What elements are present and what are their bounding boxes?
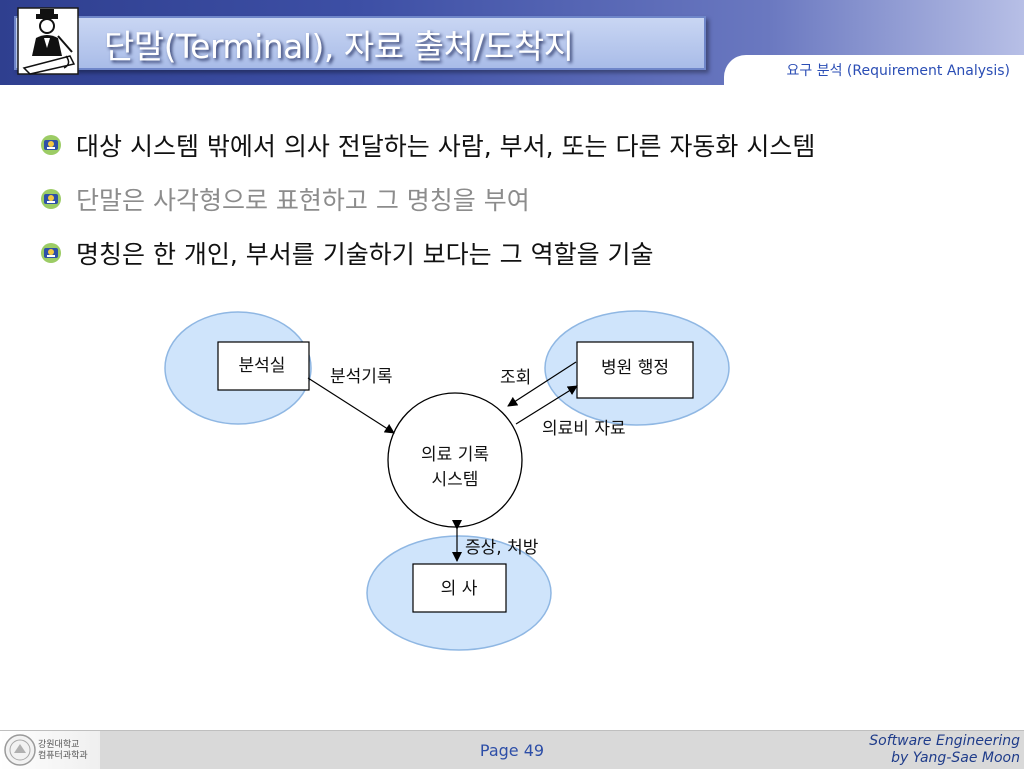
title-box: [14, 16, 706, 70]
bullet-item: 단말은 사각형으로 표현하고 그 명칭을 부여: [40, 172, 1010, 226]
subtitle-tab: [724, 55, 1024, 85]
flow-analysis-record-label: 분석기록: [330, 367, 393, 387]
flow-medical-fee-label: 의료비 자료: [542, 419, 626, 439]
process-label-line2: 시스템: [432, 470, 479, 490]
hospital-admin-terminal-label: 병원 행정: [601, 358, 669, 378]
page-number: Page 49: [479, 741, 545, 760]
bullet-text: 단말은 사각형으로 표현하고 그 명칭을 부여: [76, 186, 530, 215]
bullet-item: 명칭은 한 개인, 부서를 기술하기 보다는 그 역할을 기술: [40, 226, 1010, 280]
flow-inquiry-label: 조회: [500, 368, 531, 388]
course-author: by Yang-Sae Moon: [891, 750, 1020, 766]
scholar-logo-icon: [17, 7, 79, 75]
hospital-admin-terminal: [576, 341, 694, 399]
emblem-bullet-icon: [41, 135, 61, 155]
university-logo: 강원대학교 컴퓨터과학과: [0, 731, 100, 769]
flow-inquiry: [507, 361, 577, 407]
slide-footer: 강원대학교 컴퓨터과학과 Page 49 Software Engineerin…: [0, 730, 1024, 769]
course-credit: Software Engineering by Yang-Sae Moon: [869, 733, 1020, 767]
bullet-list: 대상 시스템 밖에서 의사 전달하는 사람, 부서, 또는 다른 자동화 시스템…: [40, 118, 1010, 280]
page-title: 단말(Terminal), 자료 출처/도착지: [104, 27, 574, 66]
bullet-text: 대상 시스템 밖에서 의사 전달하는 사람, 부서, 또는 다른 자동화 시스템: [76, 132, 816, 161]
doctor-terminal-label: 의 사: [441, 579, 478, 599]
emblem-bullet-icon: [41, 243, 61, 263]
doctor-terminal: [412, 563, 507, 613]
university-name: 강원대학교 컴퓨터과학과: [38, 740, 88, 761]
flow-analysis-record: [307, 377, 395, 434]
course-title: Software Engineering: [869, 733, 1020, 749]
lab-terminal: [217, 341, 310, 391]
lab-terminal-label: 분석실: [239, 356, 286, 376]
process-label-line1: 의료 기록: [421, 445, 489, 465]
flow-symptoms-prescription-label: 증상, 처방: [465, 538, 539, 558]
bullet-text: 명칭은 한 개인, 부서를 기술하기 보다는 그 역할을 기술: [76, 240, 654, 269]
section-subtitle: 요구 분석 (Requirement Analysis): [786, 63, 1010, 79]
bullet-item: 대상 시스템 밖에서 의사 전달하는 사람, 부서, 또는 다른 자동화 시스템: [40, 118, 1010, 172]
emblem-bullet-icon: [41, 189, 61, 209]
university-seal-icon: [4, 734, 36, 766]
flow-medical-fee: [515, 385, 578, 425]
